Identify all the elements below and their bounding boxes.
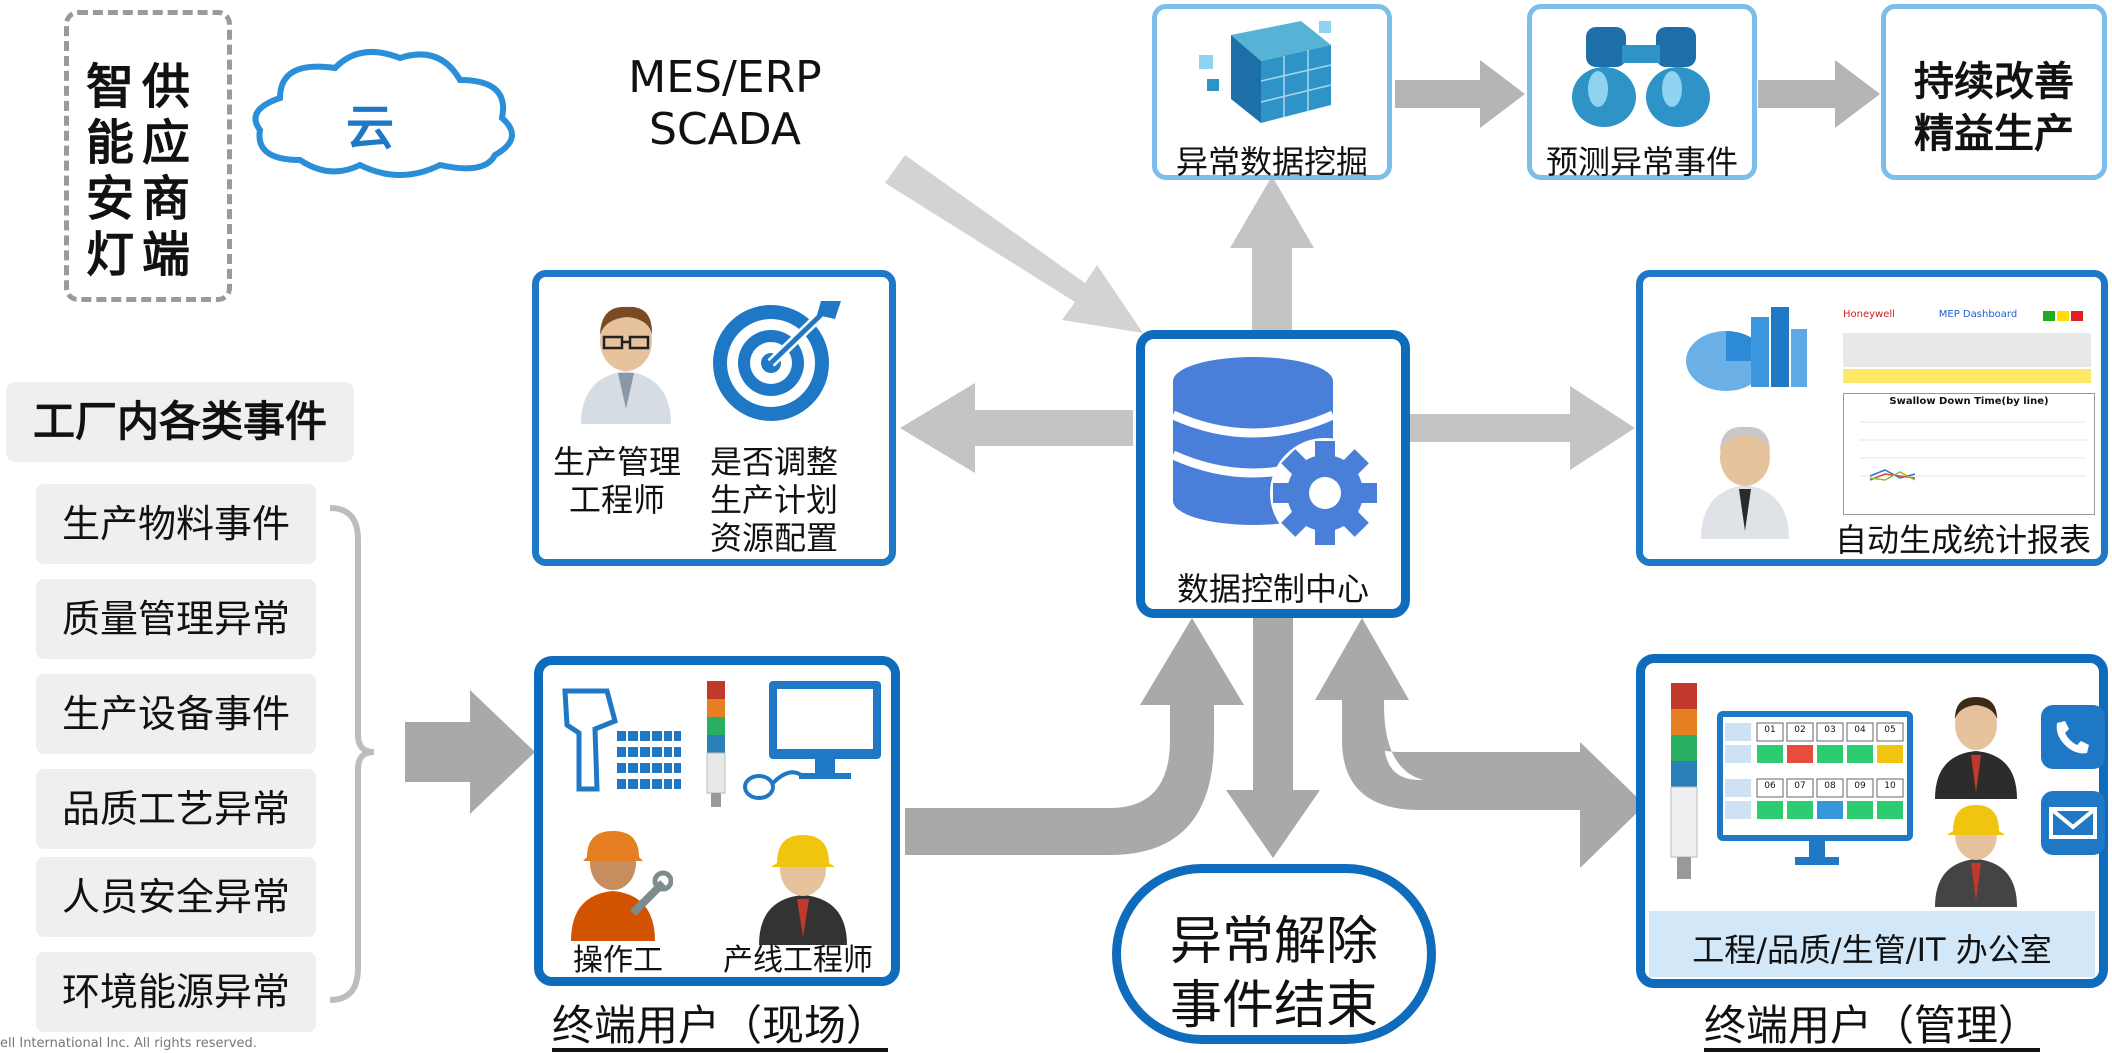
event-item: 生产物料事件 bbox=[36, 484, 316, 564]
right-arrow-report bbox=[1410, 386, 1635, 470]
event-item: 环境能源异常 bbox=[36, 952, 316, 1032]
arrow-office-center bbox=[1315, 618, 1590, 800]
data-control-center-box: 数据控制中心 bbox=[1136, 330, 1410, 618]
event-item: 生产设备事件 bbox=[36, 674, 316, 754]
phone-icon[interactable] bbox=[2041, 705, 2105, 769]
target-icon bbox=[713, 301, 841, 421]
onsite-box: 操作工 产线工程师 bbox=[534, 656, 900, 986]
data-mining-label: 异常数据挖掘 bbox=[1175, 143, 1368, 181]
event-item: 人员安全异常 bbox=[36, 857, 316, 937]
barcode-scanner-icon bbox=[562, 688, 681, 792]
data-mining-box: 异常数据挖掘 bbox=[1152, 4, 1392, 181]
monitor-stand bbox=[1795, 841, 1839, 865]
grid-number: 10 bbox=[1884, 781, 1896, 791]
engineer-icon bbox=[581, 306, 671, 424]
grid-number: 06 bbox=[1764, 781, 1776, 791]
engineer-label-line1: 生产管理 bbox=[552, 443, 681, 481]
mini-chart-plot bbox=[1860, 421, 2086, 481]
improve-line1: 持续改善 bbox=[1914, 59, 2074, 105]
scada-label: SCADA bbox=[649, 104, 801, 155]
resolve-box: 异常解除 事件结束 bbox=[1112, 864, 1436, 1044]
arrow-onsite-center bbox=[905, 618, 1244, 855]
chart-icon bbox=[1686, 307, 1807, 391]
decision-label-line2: 生产计划 bbox=[709, 481, 838, 519]
operator-icon bbox=[571, 831, 673, 941]
office-label: 工程/品质/生管/IT 办公室 bbox=[1692, 931, 2052, 969]
mini-line-chart: Swallow Down Time(by line) bbox=[1843, 393, 2095, 515]
improve-line2: 精益生产 bbox=[1914, 111, 2074, 157]
supplier-col-andon: 智能安灯 bbox=[85, 59, 134, 283]
grid-number: 03 bbox=[1824, 725, 1836, 735]
cloud-icon bbox=[252, 49, 515, 178]
operator-label: 操作工 bbox=[573, 943, 663, 978]
mini-dashboard: Honeywell MEP Dashboard bbox=[1843, 299, 2093, 391]
binoculars-icon bbox=[1572, 27, 1710, 127]
event-item: 质量管理异常 bbox=[36, 579, 316, 659]
mes-erp-label: MES/ERP bbox=[628, 52, 822, 103]
decision-label-line3: 资源配置 bbox=[709, 519, 838, 557]
grid-number: 04 bbox=[1854, 725, 1866, 735]
line-engineer-label: 产线工程师 bbox=[723, 943, 873, 978]
dashboard-title: MEP Dashboard bbox=[1938, 309, 2018, 320]
line-engineer-icon bbox=[759, 835, 847, 945]
resolve-line1: 异常解除 bbox=[1169, 912, 1378, 972]
dashboard-header-row bbox=[1843, 333, 2091, 367]
left-arrow-manager bbox=[900, 383, 1133, 473]
dashboard-status-chips bbox=[2043, 307, 2091, 327]
andon-light-icon bbox=[706, 681, 726, 807]
arrow-predict-improve bbox=[1758, 60, 1880, 128]
event-item: 品质工艺异常 bbox=[36, 769, 316, 849]
mes-arrow bbox=[885, 155, 1143, 333]
copyright-text: ell International Inc. All rights reserv… bbox=[0, 1036, 257, 1051]
decision-label-line1: 是否调整 bbox=[709, 443, 838, 481]
arrow-events-onsite bbox=[405, 690, 535, 814]
arrow-center-resolve bbox=[1226, 618, 1320, 858]
events-title: 工厂内各类事件 bbox=[6, 382, 354, 462]
dashboard-brand: Honeywell bbox=[1843, 309, 1895, 320]
arrow-mining-predict bbox=[1395, 60, 1525, 128]
andon-monitor: 01 02 03 04 05 06 07 08 09 10 bbox=[1717, 711, 1913, 841]
predict-box: 预测异常事件 bbox=[1527, 4, 1757, 181]
grid-number: 01 bbox=[1764, 725, 1776, 735]
mail-icon[interactable] bbox=[2041, 791, 2105, 855]
office-box: 01 02 03 04 05 06 07 08 09 10 工程/品质/生管/ bbox=[1636, 654, 2108, 988]
report-label: 自动生成统计报表 bbox=[1834, 521, 2091, 559]
andon-status-grid bbox=[1725, 722, 1904, 819]
helmet-engineer-icon bbox=[1935, 805, 2017, 907]
data-cube-icon bbox=[1199, 21, 1332, 123]
manager-icon bbox=[1935, 697, 2017, 799]
supplier-col-vendor: 供应商端 bbox=[141, 59, 190, 283]
grid-number: 09 bbox=[1854, 781, 1866, 791]
grid-number: 05 bbox=[1884, 725, 1896, 735]
data-control-center-label: 数据控制中心 bbox=[1176, 570, 1369, 608]
businessman-icon bbox=[1701, 426, 1789, 539]
manager-box: 生产管理 工程师 是否调整 生产计划 资源配置 bbox=[532, 270, 896, 566]
grid-number: 02 bbox=[1794, 725, 1806, 735]
cloud-label: 云 bbox=[345, 100, 394, 156]
predict-label: 预测异常事件 bbox=[1545, 143, 1738, 181]
up-arrow-mining bbox=[1230, 176, 1314, 330]
mini-chart-title: Swallow Down Time(by line) bbox=[1889, 396, 2049, 407]
computer-icon bbox=[743, 681, 881, 800]
dashboard-data-row bbox=[1843, 369, 2091, 383]
office-label-band bbox=[1649, 911, 2095, 977]
improve-box: 持续改善 精益生产 bbox=[1881, 4, 2107, 180]
onsite-caption: 终端用户（现场） bbox=[551, 1001, 888, 1050]
resolve-line2: 事件结束 bbox=[1169, 976, 1378, 1036]
events-brace bbox=[329, 505, 375, 1003]
report-box: Honeywell MEP Dashboard Swallow Down Tim… bbox=[1636, 270, 2108, 566]
grid-number: 07 bbox=[1794, 781, 1806, 791]
office-andon-icon bbox=[1670, 683, 1698, 879]
database-gear-icon bbox=[1171, 357, 1380, 548]
engineer-label-line2: 工程师 bbox=[568, 481, 665, 519]
grid-number: 08 bbox=[1824, 781, 1836, 791]
supplier-box: 智能安灯 供应商端 bbox=[64, 10, 232, 302]
office-caption: 终端用户（管理） bbox=[1703, 1001, 2040, 1050]
arrow-office-head bbox=[1580, 742, 1645, 868]
